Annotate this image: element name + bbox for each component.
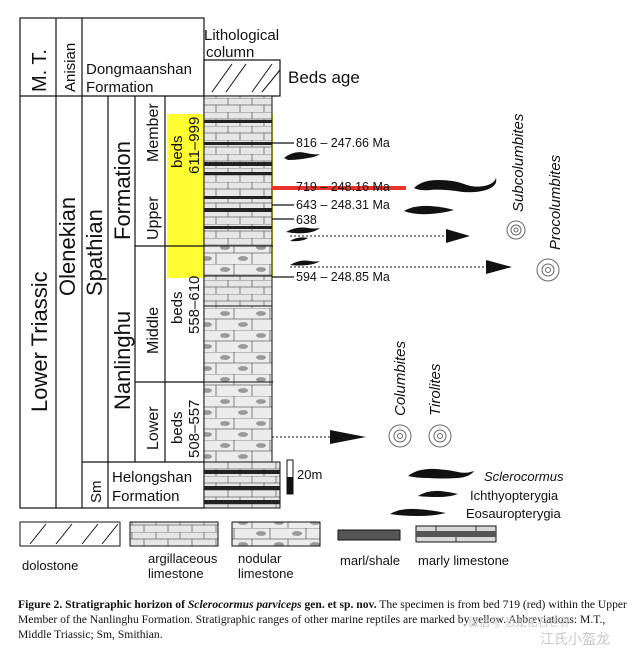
legend-dolostone-label: dolostone — [22, 558, 78, 573]
horizon-ticks — [272, 142, 294, 278]
middle-member-label: Middle — [145, 307, 162, 354]
upper-member-label: Upper — [145, 196, 162, 240]
lower-beds-label: beds — [169, 411, 186, 444]
stratigraphic-figure: M. T. Anisian Dongmaanshan Formation Lit… — [19, 17, 564, 581]
beds-age-header: Beds age — [288, 68, 360, 87]
watermark-wechat: 微信号 恐龙化石世界 — [468, 616, 571, 629]
legend-marl-swatch — [337, 529, 401, 541]
ichthyopterygia-key-label: Ichthyopterygia — [470, 488, 559, 503]
columbites-shell-icon — [388, 424, 412, 448]
horizon-label-643: 643 – 248.31 Ma — [296, 198, 390, 212]
caption-after-taxon: gen. et sp. nov. — [304, 598, 377, 611]
middle-beds-range: 558–610 — [186, 276, 203, 334]
subcolumbites-label: Subcolumbites — [510, 113, 527, 212]
tirolites-label: Tirolites — [427, 363, 444, 416]
legend-nodular-swatch — [231, 521, 321, 547]
procolumbites-label: Procolumbites — [547, 154, 564, 250]
legend-marly-swatch — [415, 525, 497, 543]
lithological-column — [203, 59, 406, 509]
legend-argillaceous-label-2: limestone — [148, 566, 204, 581]
lower-member-label: Lower — [145, 406, 162, 450]
sclerocormus-silhouette-594 — [290, 260, 320, 266]
caption-lead: Figure 2. — [18, 598, 63, 611]
legend-dolostone-swatch — [19, 521, 121, 547]
sclerocormus-key-label: Sclerocormus — [484, 469, 564, 484]
eosauropterygia-key-icon — [390, 508, 446, 516]
legend-argillaceous-swatch — [129, 521, 219, 547]
legend-marly-label: marly limestone — [418, 553, 509, 568]
lower-beds-range: 508–557 — [186, 400, 203, 458]
lower-triassic-label: Lower Triassic — [27, 271, 52, 412]
lith-column-title-2: column — [206, 44, 254, 61]
spathian-label: Spathian — [82, 209, 107, 296]
scale-label: 20m — [297, 467, 322, 482]
sclerocormus-silhouette-719 — [414, 178, 497, 193]
olenekian-label: Olenekian — [55, 197, 80, 296]
ichthyopterygia-silhouette-643 — [404, 205, 454, 215]
horizon-label-594: 594 – 248.85 Ma — [296, 270, 390, 284]
caption-taxon: Sclerocormus parviceps — [187, 598, 302, 611]
horizon-label-816: 816 – 247.66 Ma — [296, 136, 390, 150]
lithology-legend — [19, 521, 497, 547]
sclerocormus-silhouette-816 — [284, 152, 320, 160]
sclerocormus-key-icon — [408, 468, 474, 479]
ichthyopterygia-key-icon — [418, 490, 458, 497]
dongmaanshan-formation-label: Formation — [86, 79, 154, 96]
nanlinghu-label: Nanlinghu — [110, 311, 135, 410]
columbites-label: Columbites — [392, 340, 409, 416]
range-arrows — [272, 229, 512, 444]
sm-label: Sm — [88, 481, 105, 504]
horizon-label-638: 638 — [296, 213, 317, 227]
helongshan-formation-label: Formation — [112, 488, 180, 505]
anisian-label: Anisian — [62, 43, 79, 92]
member-label: Member — [145, 103, 162, 162]
scale-bar — [286, 459, 294, 495]
legend-nodular-label-2: limestone — [238, 566, 294, 581]
subcolumbites-shell-icon — [506, 220, 526, 240]
tirolites-shell-icon — [428, 424, 452, 448]
red-bed-719 — [272, 186, 406, 190]
upper-beds-range: 611–999 — [186, 117, 203, 174]
watermark-author: 江氏小盔龙 — [540, 632, 610, 648]
ichthyopterygia-silhouette-638 — [286, 227, 320, 234]
legend-argillaceous-label: argillaceous — [148, 551, 218, 566]
procolumbites-shell-icon — [536, 258, 560, 282]
eosauropterygia-key-label: Eosauropterygia — [466, 506, 561, 521]
lith-column-title: Lithological — [204, 27, 279, 44]
eosauropterygia-silhouette-638 — [290, 237, 308, 242]
legend-marl-label: marl/shale — [340, 553, 400, 568]
helongshan-label: Helongshan — [112, 469, 192, 486]
figure-caption: Figure 2. Stratigraphic horizon of Scler… — [18, 597, 630, 642]
horizon-label-719: 719 – 248.16 Ma — [296, 180, 390, 194]
caption-title: Stratigraphic horizon of — [65, 598, 185, 611]
mt-label: M. T. — [29, 49, 51, 92]
dongmaanshan-label: Dongmaanshan — [86, 61, 192, 78]
middle-beds-label: beds — [169, 291, 186, 324]
upper-beds-label: beds — [169, 135, 186, 168]
caption-body: The specimen is from bed 719 (red) withi… — [18, 598, 627, 641]
legend-nodular-label: nodular — [238, 551, 282, 566]
nanlinghu-formation-label: Formation — [110, 141, 135, 240]
